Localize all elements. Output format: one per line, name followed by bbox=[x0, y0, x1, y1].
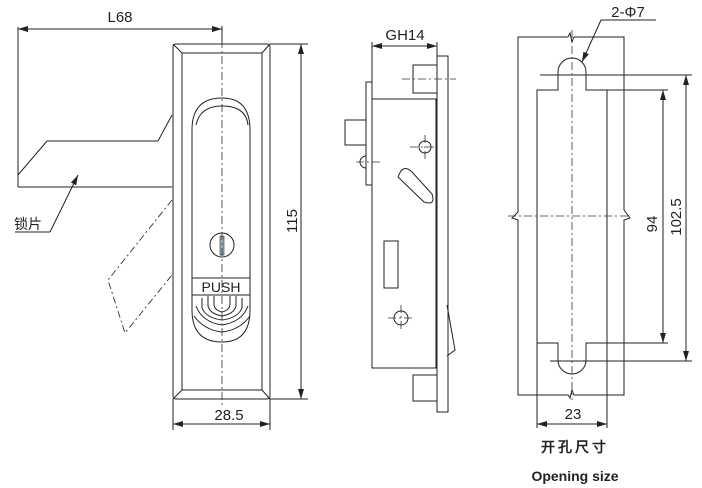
depth-label: GH14 bbox=[385, 27, 424, 44]
lock-plate bbox=[17, 114, 173, 334]
part-label: 锁片 bbox=[14, 216, 42, 232]
handle[interactable] bbox=[191, 97, 251, 343]
caption-cn: 开孔尺寸 bbox=[541, 439, 609, 455]
side-view: GH14 bbox=[344, 27, 456, 413]
width-label: L68 bbox=[107, 9, 132, 26]
caption-en: Opening size bbox=[531, 468, 618, 484]
outer-height-label: 102.5 bbox=[668, 198, 685, 236]
hole-label: 2-Φ7 bbox=[611, 4, 645, 21]
push-button[interactable] bbox=[191, 277, 251, 296]
lock-body-side bbox=[371, 98, 438, 369]
part-leader-arrow bbox=[49, 174, 79, 233]
inner-height-label: 94 bbox=[644, 216, 661, 233]
push-label: PUSH bbox=[202, 279, 241, 295]
opening-width-label: 23 bbox=[565, 406, 582, 423]
lock-body-outline bbox=[172, 43, 271, 400]
opening-view: 94 102.5 2-Φ7 23 开孔尺寸 Opening size bbox=[508, 4, 692, 484]
hole-leader-arrow bbox=[581, 19, 602, 63]
front-view: L68 锁片 PUSH 115 28.5 bbox=[14, 9, 308, 430]
height-label: 115 bbox=[284, 209, 301, 233]
bottom-width-label: 28.5 bbox=[214, 407, 243, 424]
